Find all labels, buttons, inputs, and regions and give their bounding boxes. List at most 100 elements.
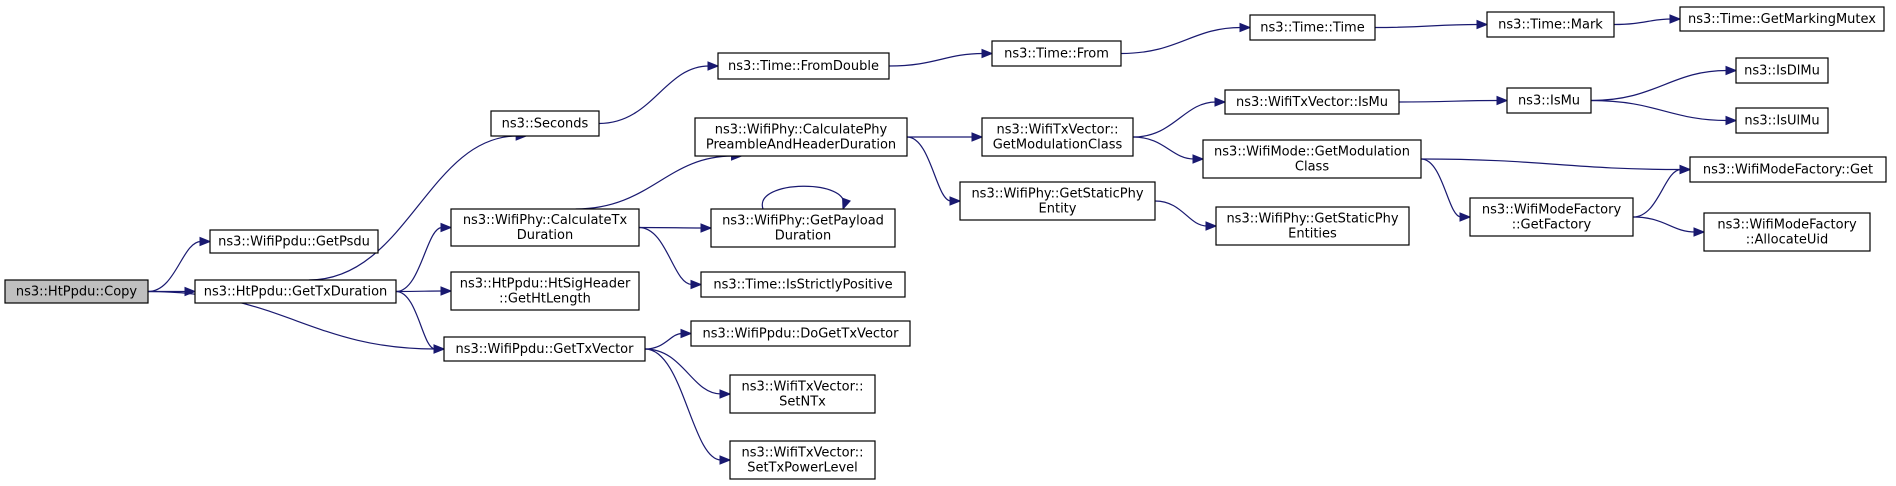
arrowhead	[1693, 227, 1706, 237]
node-getfactory[interactable]: ns3::WifiModeFactory::GetFactory	[1469, 197, 1634, 237]
arrowhead	[1669, 14, 1682, 24]
node-calcpreamble[interactable]: ns3::WifiPhy::CalculatePhyPreambleAndHea…	[694, 117, 908, 157]
node-label: Duration	[775, 229, 831, 244]
node-box	[1486, 11, 1615, 38]
edge-gettxvector-to-settxpower	[644, 348, 732, 465]
edge-getmodclass-to-txvismu	[1132, 97, 1227, 138]
edge-line	[644, 348, 722, 395]
node-factoryget[interactable]: ns3::WifiModeFactory::Get	[1689, 156, 1887, 183]
edge-calcpreamble-to-getmodclass	[906, 132, 984, 142]
node-label: ns3::HtPpdu::GetTxDuration	[204, 285, 388, 300]
node-box	[690, 320, 911, 347]
node-label: ns3::WifiMode::GetModulation	[1214, 145, 1410, 160]
edge-line	[1420, 158, 1462, 218]
node-box	[694, 117, 908, 157]
edge-line	[1132, 101, 1217, 138]
node-gettxvector[interactable]: ns3::WifiPpdu::GetTxVector	[443, 336, 646, 362]
node-timemark[interactable]: ns3::Time::Mark	[1486, 11, 1615, 38]
edge-line	[638, 226, 693, 286]
edge-line	[1420, 158, 1682, 171]
node-label: ns3::Time::From	[1004, 47, 1109, 62]
arrowhead	[1725, 65, 1738, 76]
node-label: ns3::WifiPpdu::GetTxVector	[456, 342, 635, 357]
node-box	[1215, 206, 1410, 246]
edge-gettxduration-to-gettxvector	[395, 290, 446, 354]
node-ismu[interactable]: ns3::IsMu	[1506, 87, 1592, 114]
edge-modegetmodclass-to-factoryget	[1420, 158, 1692, 175]
node-box	[1506, 87, 1592, 114]
arrowhead	[1459, 212, 1472, 222]
node-gethtlength[interactable]: ns3::HtPpdu::HtSigHeader::GetHtLength	[450, 271, 640, 311]
node-label: ns3::WifiModeFactory	[1717, 218, 1857, 233]
node-isdlmu[interactable]: ns3::IsDlMu	[1735, 57, 1829, 84]
node-label: Duration	[517, 228, 573, 243]
node-box	[1703, 212, 1871, 252]
node-modegetmodclass[interactable]: ns3::WifiMode::GetModulationClass	[1202, 139, 1422, 179]
edges-layer	[147, 14, 1738, 465]
edge-line	[308, 135, 518, 281]
edge-line	[395, 226, 443, 293]
edge-line	[395, 290, 436, 350]
node-box	[490, 110, 600, 137]
edge-gettxduration-to-calctxduration	[395, 222, 453, 293]
node-timetime[interactable]: ns3::Time::Time	[1249, 14, 1376, 41]
edge-copy-to-getpsdu	[147, 236, 212, 293]
edge-line	[147, 240, 202, 293]
node-getmarkingmutex[interactable]: ns3::Time::GetMarkingMutex	[1679, 6, 1885, 32]
edge-line	[906, 136, 952, 202]
node-getmodclass[interactable]: ns3::WifiTxVector::GetModulationClass	[981, 117, 1134, 157]
node-label: ns3::Time::FromDouble	[728, 59, 879, 74]
node-label: ns3::WifiModeFactory::Get	[1703, 163, 1873, 178]
edge-seconds-to-fromdouble	[598, 61, 720, 125]
node-box	[710, 208, 896, 248]
arrowhead	[1496, 95, 1509, 106]
node-box	[209, 229, 379, 254]
arrowhead	[1725, 115, 1738, 126]
arrowhead	[1679, 164, 1692, 175]
node-box	[1735, 107, 1829, 134]
node-txvismu[interactable]: ns3::WifiTxVector::IsMu	[1224, 89, 1400, 115]
edge-getpayload-to-getpayload	[761, 185, 851, 211]
node-box	[1689, 156, 1887, 183]
edge-ismu-to-isulmu	[1590, 99, 1738, 126]
node-label: ns3::Time::Mark	[1498, 18, 1603, 33]
arrowhead	[680, 328, 693, 339]
edge-txvismu-to-ismu	[1398, 95, 1509, 106]
edge-timefrom-to-timetime	[1120, 22, 1252, 55]
arrowhead	[440, 222, 453, 233]
arrowhead	[1192, 154, 1205, 164]
node-timefrom[interactable]: ns3::Time::From	[991, 40, 1122, 67]
nodes-layer: ns3::HtPpdu::Copyns3::WifiPpdu::GetPsdun…	[4, 6, 1887, 480]
edge-modegetmodclass-to-getfactory	[1420, 158, 1472, 222]
node-box	[194, 279, 397, 304]
node-isstrictlypositive[interactable]: ns3::Time::IsStrictlyPositive	[700, 271, 906, 298]
node-dogettxvector[interactable]: ns3::WifiPpdu::DoGetTxVector	[690, 320, 911, 347]
node-settxpower[interactable]: ns3::WifiTxVector::SetTxPowerLevel	[729, 440, 876, 480]
edge-line	[644, 332, 683, 350]
node-label: ns3::HtPpdu::HtSigHeader	[460, 277, 631, 292]
node-gettxduration[interactable]: ns3::HtPpdu::GetTxDuration	[194, 279, 397, 304]
edge-calctxduration-to-calcpreamble	[575, 151, 743, 210]
node-label: Class	[1295, 160, 1329, 175]
node-label: ns3::WifiTxVector::IsMu	[1236, 95, 1388, 110]
edge-line	[395, 290, 443, 293]
node-setntx[interactable]: ns3::WifiTxVector::SetNTx	[729, 374, 876, 414]
edge-fromdouble-to-timefrom	[888, 48, 994, 67]
node-fromdouble[interactable]: ns3::Time::FromDouble	[717, 52, 890, 80]
edge-line	[575, 155, 733, 210]
edge-getfactory-to-factoryget	[1632, 164, 1692, 218]
node-getpsdu[interactable]: ns3::WifiPpdu::GetPsdu	[209, 229, 379, 254]
node-allocateuid[interactable]: ns3::WifiModeFactory::AllocateUid	[1703, 212, 1871, 252]
node-box	[959, 181, 1156, 221]
edge-line	[1132, 136, 1195, 160]
node-seconds[interactable]: ns3::Seconds	[490, 110, 600, 137]
node-box	[1735, 57, 1829, 84]
node-isulmu[interactable]: ns3::IsUlMu	[1735, 107, 1829, 134]
node-box	[1224, 89, 1400, 115]
arrowhead	[700, 223, 713, 233]
node-label: ns3::HtPpdu::Copy	[16, 285, 138, 300]
